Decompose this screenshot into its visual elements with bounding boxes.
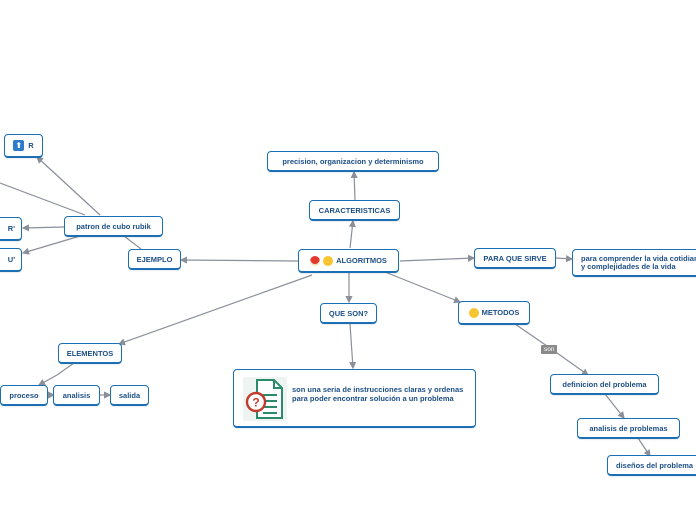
node-analisis-label: analisis (62, 390, 91, 400)
edge-center-elementos (117, 274, 313, 346)
edge-label-son: son (541, 345, 558, 354)
node-disenos-label: diseños del problema (616, 460, 694, 470)
node-metodos[interactable]: METODOS (458, 301, 530, 325)
node-ejemplo-label: EJEMPLO (136, 254, 173, 264)
node-precision[interactable]: precision, organizacion y determinismo (267, 151, 439, 172)
node-proceso-label: proceso (9, 390, 39, 400)
node-precision-label: precision, organizacion y determinismo (282, 156, 424, 166)
edge-center-ejemplo (179, 256, 299, 264)
document-question-icon: ? (243, 377, 287, 421)
edge-elementos-proceso (37, 362, 75, 386)
node-que-son-label: QUE SON? (328, 308, 369, 318)
mushroom-icon (310, 255, 321, 266)
node-para-que-sirve[interactable]: PARA QUE SIRVE (474, 248, 556, 269)
node-salida-label: salida (118, 390, 141, 400)
svg-text:?: ? (252, 396, 259, 410)
central-topic-algoritmos[interactable]: ALGORITMOS (298, 249, 399, 273)
edge-center-metodos (384, 271, 462, 304)
edge-center-caracteristicas (348, 219, 356, 249)
node-elementos-label: ELEMENTOS (66, 348, 114, 358)
edge-analisis-disenos (637, 437, 651, 457)
edge-patron-offscreen (0, 182, 86, 216)
node-definicion[interactable]: definicion del problema (550, 374, 659, 395)
edge-patron-uprime (21, 235, 81, 255)
grin-face-icon (323, 255, 334, 266)
node-para-comprender[interactable]: para comprender la vida cotidiana y comp… (572, 249, 696, 277)
node-proceso[interactable]: proceso (0, 385, 48, 406)
node-disenos[interactable]: diseños del problema (607, 455, 696, 476)
node-analisis[interactable]: analisis (53, 385, 100, 406)
node-metodos-label: METODOS (481, 308, 520, 317)
node-patron-label: patron de cubo rubik (76, 221, 151, 231)
node-patron-cubo-rubik[interactable]: patron de cubo rubik (64, 216, 163, 237)
node-elementos[interactable]: ELEMENTOS (58, 343, 122, 364)
node-definicion-label: definicion del problema (562, 379, 647, 389)
node-u-prime[interactable]: U' (0, 248, 22, 272)
edge-patron-rprime (21, 224, 65, 232)
node-u-prime-label: U' (7, 255, 15, 264)
node-analisis-problemas[interactable]: analisis de problemas (577, 418, 680, 439)
node-r-prime[interactable]: R' (0, 217, 22, 241)
edge-patron-r (36, 156, 101, 216)
thinking-face-icon (468, 307, 479, 318)
node-caracteristicas[interactable]: CARACTERISTICAS (309, 200, 400, 221)
edge-center-paraque (399, 254, 476, 262)
node-para-que-sirve-label: PARA QUE SIRVE (483, 253, 547, 263)
up-arrow-icon: ⬆ (13, 140, 25, 151)
node-r[interactable]: ⬆ R (4, 134, 43, 158)
node-ejemplo[interactable]: EJEMPLO (128, 249, 181, 270)
node-r-prime-label: R' (7, 224, 15, 233)
node-que-son-description[interactable]: ? son una seria de instrucciones claras … (233, 369, 476, 428)
edge-label-son-text: son (544, 346, 555, 353)
node-r-label: R (28, 141, 34, 150)
edge-ejemplo-patron (123, 235, 142, 250)
node-salida[interactable]: salida (110, 385, 149, 406)
edge-caracteristicas-precision (350, 170, 358, 201)
node-que-son-description-text: son una seria de instrucciones claras y … (292, 385, 464, 403)
edge-queson-text (349, 323, 357, 370)
edge-paraque-comprender (555, 255, 574, 263)
node-analisis-problemas-label: analisis de problemas (589, 423, 668, 433)
node-que-son[interactable]: QUE SON? (320, 303, 377, 324)
edge-definicion-analisis (604, 393, 625, 419)
node-caracteristicas-label: CARACTERISTICAS (318, 205, 391, 215)
central-topic-label: ALGORITMOS (336, 256, 387, 265)
node-para-comprender-label: para comprender la vida cotidiana y comp… (581, 253, 696, 271)
